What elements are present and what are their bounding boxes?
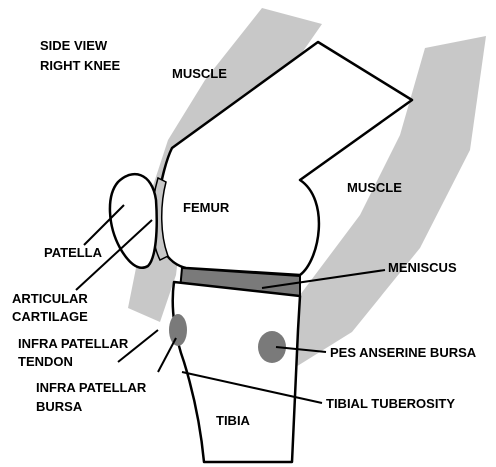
title-line-1: SIDE VIEW — [40, 38, 108, 53]
label-infra-patellar-tendon-2: TENDON — [18, 354, 73, 369]
label-tibia: TIBIA — [216, 413, 251, 428]
label-infra-patellar-tendon-1: INFRA PATELLAR — [18, 336, 129, 351]
leader-infra-patellar-bursa — [158, 338, 176, 372]
label-meniscus: MENISCUS — [388, 260, 457, 275]
label-infra-patellar-bursa-2: BURSA — [36, 399, 83, 414]
label-muscle-top: MUSCLE — [172, 66, 227, 81]
infra-patellar-bursa — [169, 314, 187, 346]
title-line-2: RIGHT KNEE — [40, 58, 121, 73]
label-muscle-right: MUSCLE — [347, 180, 402, 195]
label-femur: FEMUR — [183, 200, 230, 215]
label-pes-anserine-bursa: PES ANSERINE BURSA — [330, 345, 477, 360]
label-articular-cartilage-1: ARTICULAR — [12, 291, 88, 306]
label-infra-patellar-bursa-1: INFRA PATELLAR — [36, 380, 147, 395]
label-articular-cartilage-2: CARTILAGE — [12, 309, 88, 324]
label-tibial-tuberosity: TIBIAL TUBEROSITY — [326, 396, 455, 411]
tibia-bone — [173, 282, 300, 462]
label-patella: PATELLA — [44, 245, 103, 260]
